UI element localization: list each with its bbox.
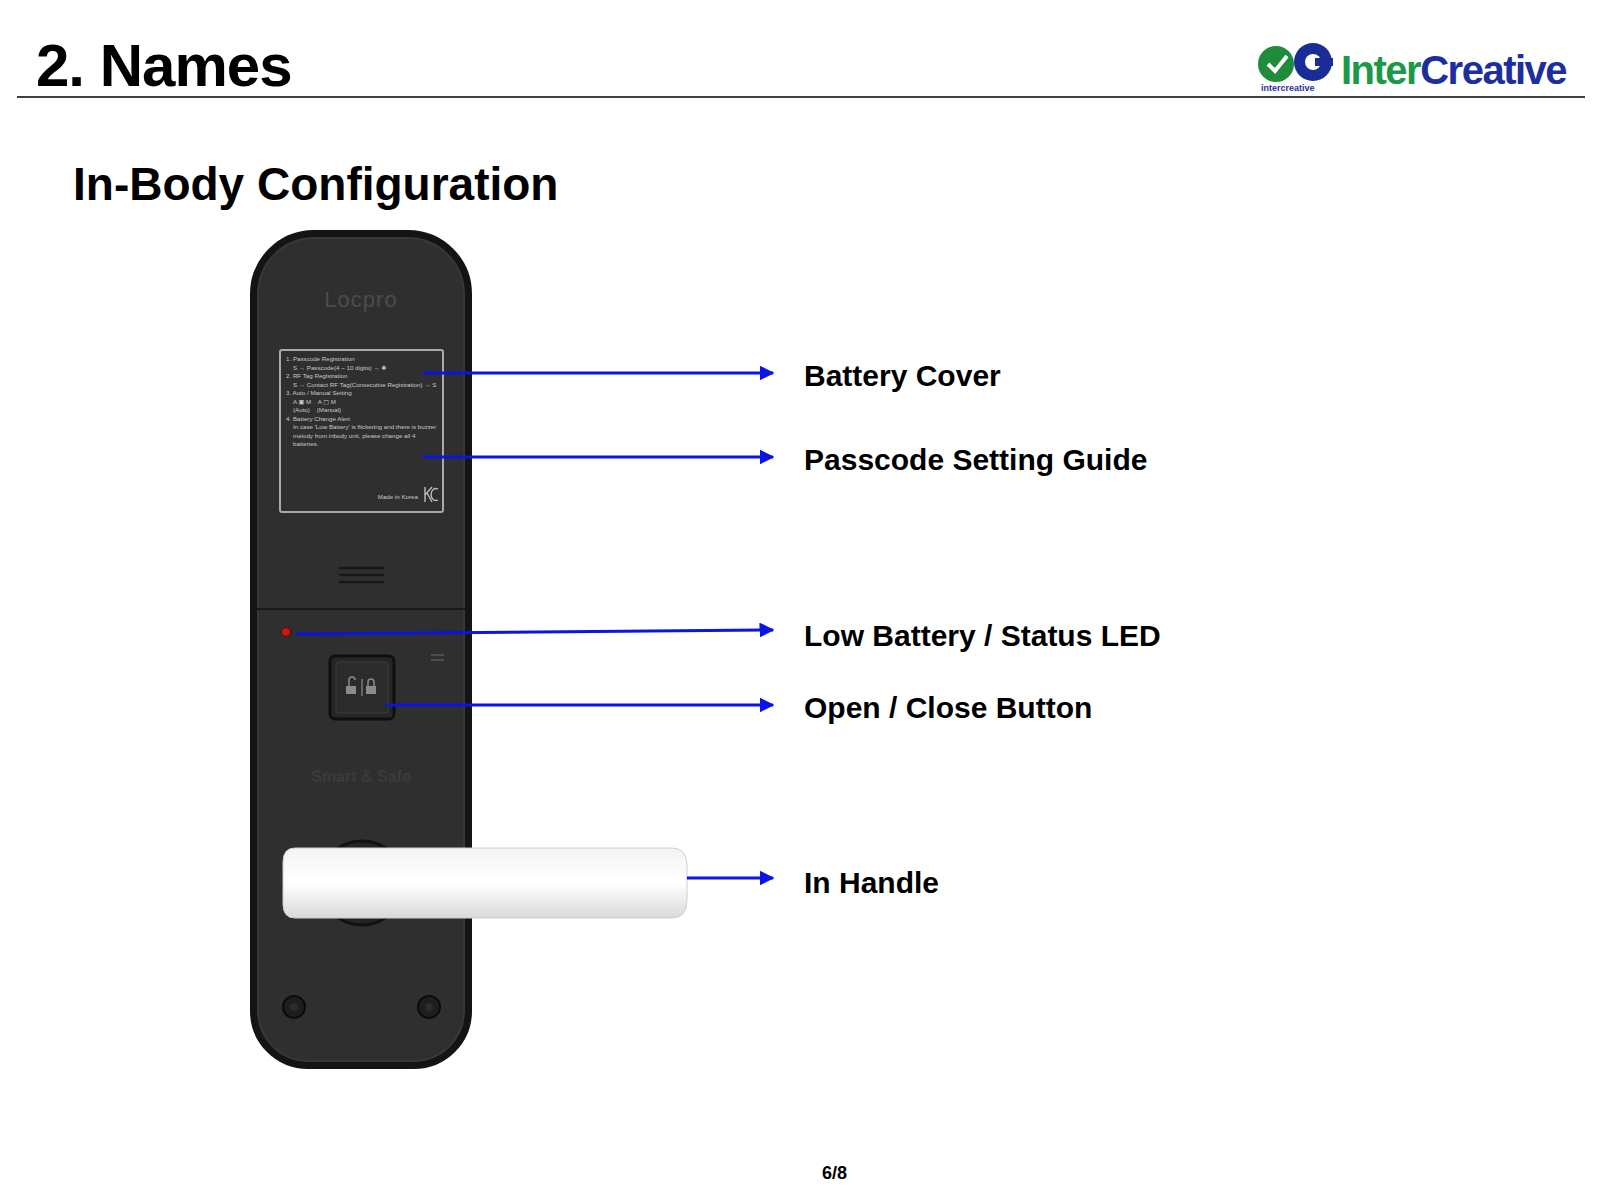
vent-line (339, 574, 384, 577)
guide-step: S → Contact RF Tag(Consecutive Registrat… (286, 381, 437, 390)
guide-step: In case 'Low Battery' is flickering and … (286, 423, 437, 449)
part-name: Low Battery / Status LED (804, 621, 1161, 651)
guide-heading: 4. Battery Change Alert (286, 415, 437, 424)
logo-wordmark: InterCreative (1341, 50, 1566, 90)
kc-mark (425, 487, 438, 502)
logo-blue-disc (1294, 43, 1332, 81)
guide-sticker: 1. Passcode RegistrationS → Passcode(4 ~… (279, 349, 444, 513)
vent-line (339, 581, 384, 584)
part-name: Passcode Setting Guide (804, 445, 1147, 475)
leader-arrow (296, 630, 773, 634)
part-name: Battery Cover (804, 361, 1001, 391)
panel-divider (257, 608, 465, 610)
rosette-ring (330, 851, 394, 915)
sensor-mark (431, 655, 444, 660)
logo-subtext: intercreative (1261, 84, 1315, 93)
logo-green-disc (1258, 46, 1294, 82)
logo-word: Inter (1341, 50, 1420, 90)
logo-word: Creative (1420, 50, 1566, 90)
screw-cap (418, 996, 440, 1018)
part-name: Open / Close Button (804, 693, 1092, 723)
screw-head (425, 1003, 433, 1011)
vent-line (339, 567, 384, 570)
lock-body: 1. Passcode RegistrationS → Passcode(4 ~… (250, 230, 472, 1069)
button-face (336, 662, 388, 713)
guide-step: A ▣ M A ▢ M (286, 398, 437, 407)
button-frame (330, 656, 394, 719)
header-rule (17, 96, 1585, 98)
guide-step: S → Passcode(4 ~ 10 digits) → ✱ (286, 364, 437, 373)
leader-arrow (687, 877, 773, 880)
logo-icon (1258, 43, 1333, 82)
guide-heading: 2. RF Tag Registration (286, 372, 437, 381)
closed-lock-body (366, 686, 376, 694)
sensor-line (431, 654, 444, 656)
leader-arrow (423, 456, 773, 459)
callout-leaders (296, 373, 773, 878)
screw-head (290, 1003, 298, 1011)
handle-rosette (320, 841, 404, 925)
guide-heading: 1. Passcode Registration (286, 355, 437, 364)
guide-step: (Auto) (Manual) (286, 406, 437, 415)
sensor-line (431, 659, 444, 661)
section-heading: In-Body Configuration (73, 161, 558, 207)
slide-title: 2. Names (36, 36, 292, 96)
leader-arrow (423, 372, 773, 375)
page-number: 6/8 (822, 1164, 847, 1182)
closed-lock-shackle (368, 679, 374, 686)
kc-c (431, 489, 438, 501)
open-lock-shackle (349, 677, 355, 686)
leader-arrow (386, 704, 773, 707)
kc-k (425, 487, 432, 502)
speaker-vent (339, 568, 384, 582)
status-led (282, 628, 291, 637)
in-handle-lever (283, 848, 687, 918)
guide-heading: 3. Auto / Manual Setting (286, 389, 437, 398)
logo-c-gap (1315, 58, 1333, 66)
slogan-text: Smart & Safe (257, 768, 465, 786)
open-lock-body (346, 686, 356, 694)
open-close-button (330, 656, 394, 719)
logo-c-inner (1305, 54, 1321, 70)
screw-cap (283, 996, 305, 1018)
mount-screws (283, 996, 440, 1018)
lock-separator (361, 679, 362, 696)
brand-mark: Locpro (257, 287, 465, 313)
logo-check (1268, 56, 1287, 71)
origin-note: Made in Korea (378, 493, 418, 502)
part-name: In Handle (804, 868, 939, 898)
